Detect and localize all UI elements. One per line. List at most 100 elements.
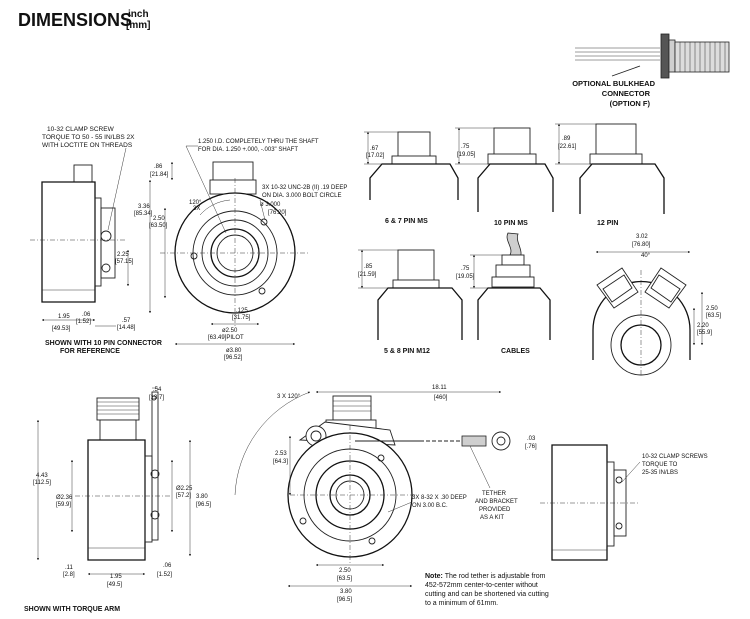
torque-front-380-mm: [96.5] xyxy=(337,597,352,603)
torque-front-253-mm: [64.3] xyxy=(273,459,288,465)
torque-side-443: 4.43 xyxy=(36,473,48,479)
side-caption-2: FOR REFERENCE xyxy=(60,348,120,355)
torque-side-06: .06 xyxy=(163,563,172,569)
torque-side-236-mm: [59.9] xyxy=(56,502,71,508)
front-pilot: ø2.50 xyxy=(222,328,238,334)
connector-pin12-drawing xyxy=(579,123,665,214)
twin-h1-mm: [63.5] xyxy=(706,313,721,319)
front-shaft-note-2: FOR DIA. 1.250 +.000, -.003" SHAFT xyxy=(198,147,298,153)
note-text-1: The rod tether is adjustable from xyxy=(443,573,546,580)
torque-side-11-mm: [2.8] xyxy=(63,572,75,578)
torque-front-03-mm: [.76] xyxy=(525,444,537,450)
twin-h1: 2.50 xyxy=(706,306,718,312)
torque-right-drawing xyxy=(540,444,640,561)
twin-width: 3.02 xyxy=(636,234,648,240)
torque-front-holes-1: 3X 8-32 X .30 DEEP xyxy=(412,495,467,501)
bulkhead-connector-drawing xyxy=(575,33,730,79)
front-dim-86-mm: [21.84] xyxy=(150,172,169,178)
note-line-2: 452-572mm center-to-center without xyxy=(425,582,538,589)
torque-side-195: 1.95 xyxy=(110,574,122,580)
side-clamp-note-2: TORQUE TO 50 - 55 IN/LBS 2X xyxy=(42,134,135,141)
torque-side-225-mm: [57.2] xyxy=(176,493,191,499)
cables-height: .75 xyxy=(461,266,470,272)
bulkhead-label-3: (OPTION F) xyxy=(610,99,651,108)
side-clamp-note-1: 10-32 CLAMP SCREW xyxy=(47,126,115,133)
front-dia380-mm: [96.52] xyxy=(224,355,243,361)
torque-right-clamp-3: 25-35 IN/LBS xyxy=(642,470,678,476)
pin12-height: .89 xyxy=(562,136,571,142)
side-dim-06: .06 xyxy=(82,312,91,318)
unit-inch: inch xyxy=(128,9,149,20)
side-dim-57-mm: [14.48] xyxy=(117,325,136,331)
ms67-height-mm: [17.02] xyxy=(366,153,385,159)
side-dim-57: .57 xyxy=(122,318,131,324)
ms10-label: 10 PIN MS xyxy=(494,220,528,227)
front-dim-250-mm: [63.50] xyxy=(149,223,168,229)
pin12-height-mm: [22.61] xyxy=(558,144,577,150)
side-view-drawing xyxy=(30,164,125,303)
torque-front-253: 2.53 xyxy=(275,451,287,457)
page-title: DIMENSIONS xyxy=(18,10,132,30)
note-line-4: to a minimum of 61mm. xyxy=(425,600,498,607)
side-dim-195-mm: [49.53] xyxy=(52,326,71,332)
side-dim-225-mm: [57.15] xyxy=(115,259,134,265)
torque-front-1811-mm: [460] xyxy=(434,395,448,401)
twin-h2: 2.20 xyxy=(697,323,709,329)
side-clamp-note-3: WITH LOCTITE ON THREADS xyxy=(42,142,133,149)
m12-height-mm: [21.59] xyxy=(358,272,377,278)
side-caption-1: SHOWN WITH 10 PIN CONNECTOR xyxy=(45,340,162,347)
front-shaft-note-1: 1.250 I.D. COMPLETELY THRU THE SHAFT xyxy=(198,139,319,145)
twin-h2-mm: [55.9] xyxy=(697,330,712,336)
torque-right-clamp-2: TORQUE TO xyxy=(642,462,678,468)
cables-label: CABLES xyxy=(501,348,530,355)
front-dim-86: .86 xyxy=(154,164,163,170)
front-view-drawing xyxy=(160,161,310,328)
connector-ms10-drawing xyxy=(477,127,554,212)
ms67-height: .67 xyxy=(370,146,379,152)
cables-height-mm: [19.05] xyxy=(456,274,475,280)
note-bold: Note: xyxy=(425,573,443,580)
unit-mm: [mm] xyxy=(126,20,150,31)
connector-ms67-drawing xyxy=(369,131,459,200)
torque-front-250: 2.50 xyxy=(339,568,351,574)
torque-front-380: 3.80 xyxy=(340,589,352,595)
ms10-height-mm: [19.05] xyxy=(457,152,476,158)
front-dim-125-mm: [31.75] xyxy=(232,315,251,321)
torque-front-03: .03 xyxy=(527,436,536,442)
torque-side-380-mm: [96.5] xyxy=(196,502,211,508)
torque-side-225: Ø2.25 xyxy=(176,486,193,492)
tether-2: AND BRACKET xyxy=(475,499,518,505)
tether-1: TETHER xyxy=(482,491,507,497)
torque-front-1811: 18.11 xyxy=(432,385,447,391)
torque-side-06-mm: [1.52] xyxy=(157,572,172,578)
front-bc: ø 3.000 xyxy=(260,202,281,208)
torque-side-11: .11 xyxy=(65,565,74,571)
torque-side-236: Ø2.36 xyxy=(56,495,73,501)
front-bc-mm: [76.20] xyxy=(268,210,287,216)
note-line-1: Note: The rod tether is adjustable from xyxy=(425,573,546,580)
front-pilot-mm: [63.49]PILOT xyxy=(208,335,244,341)
front-dia380: ø3.80 xyxy=(226,348,242,354)
front-angle: 120° xyxy=(189,200,202,206)
torque-side-drawing xyxy=(75,391,170,561)
pin12-label: 12 PIN xyxy=(597,220,618,227)
torque-front-drawing xyxy=(234,391,511,565)
tether-3: PROVIDED xyxy=(479,507,511,513)
side-dim-06-mm: [1.52] xyxy=(76,319,91,325)
m12-height: .85 xyxy=(364,264,373,270)
side-dim-225: 2.25 xyxy=(117,252,129,258)
ms67-label: 6 & 7 PIN MS xyxy=(385,218,428,225)
bulkhead-label-1: OPTIONAL BULKHEAD xyxy=(572,79,655,88)
connector-twin-drawing xyxy=(592,267,691,376)
front-dim-250: 2.50 xyxy=(153,216,165,222)
tether-4: AS A KIT xyxy=(480,515,504,521)
front-dim-125: .125 xyxy=(236,308,248,314)
torque-front-holes-2: ON 3.00 B.C. xyxy=(412,503,448,509)
front-angle-count: 3X xyxy=(193,206,200,212)
twin-width-mm: [76.80] xyxy=(632,242,651,248)
torque-side-443-mm: [112.5] xyxy=(33,480,51,486)
torque-front-angle: 3 X 120° xyxy=(277,394,301,400)
torque-side-54: .54 xyxy=(153,387,162,393)
twin-angle: 40° xyxy=(641,253,651,259)
